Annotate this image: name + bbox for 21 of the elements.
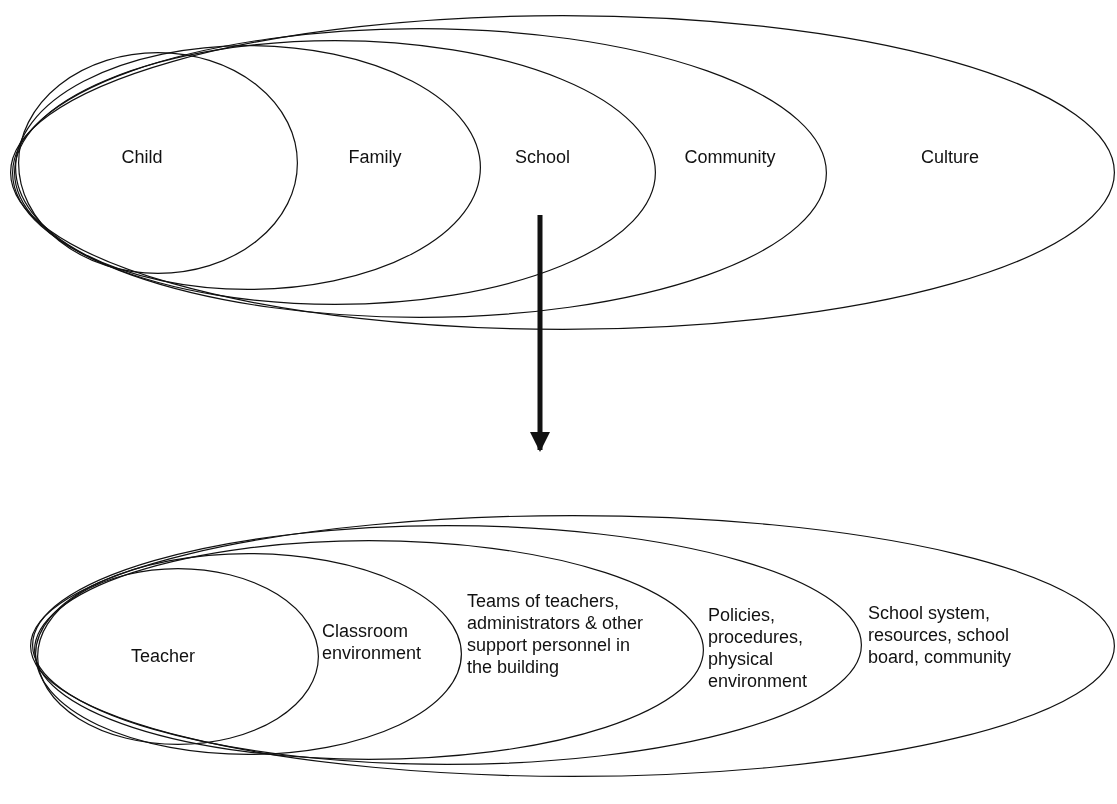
ellipse-region	[15, 45, 481, 290]
region-label: School system, resources, school board, community	[868, 602, 1013, 668]
region-label: Culture	[920, 146, 980, 168]
region-label: Teams of teachers, administrators & other support personnel in the building	[467, 590, 645, 678]
region-label: Community	[683, 146, 777, 168]
ellipse-region	[35, 553, 462, 755]
ellipse-region	[18, 52, 298, 274]
ellipse-region	[30, 515, 1115, 777]
ellipse-region	[10, 15, 1115, 330]
ellipse-region	[32, 525, 862, 765]
region-label: Policies, procedures, physical environment	[708, 604, 809, 692]
ellipse-region	[14, 40, 656, 305]
region-label: School	[513, 146, 571, 168]
ellipse-region	[34, 540, 704, 760]
arrow	[530, 215, 550, 452]
ellipse-region	[12, 28, 827, 318]
region-label: Classroom environment	[322, 620, 423, 664]
ellipse-region	[37, 568, 319, 745]
region-label: Child	[120, 146, 164, 168]
region-label: Family	[347, 146, 403, 168]
region-label: Teacher	[129, 645, 196, 667]
